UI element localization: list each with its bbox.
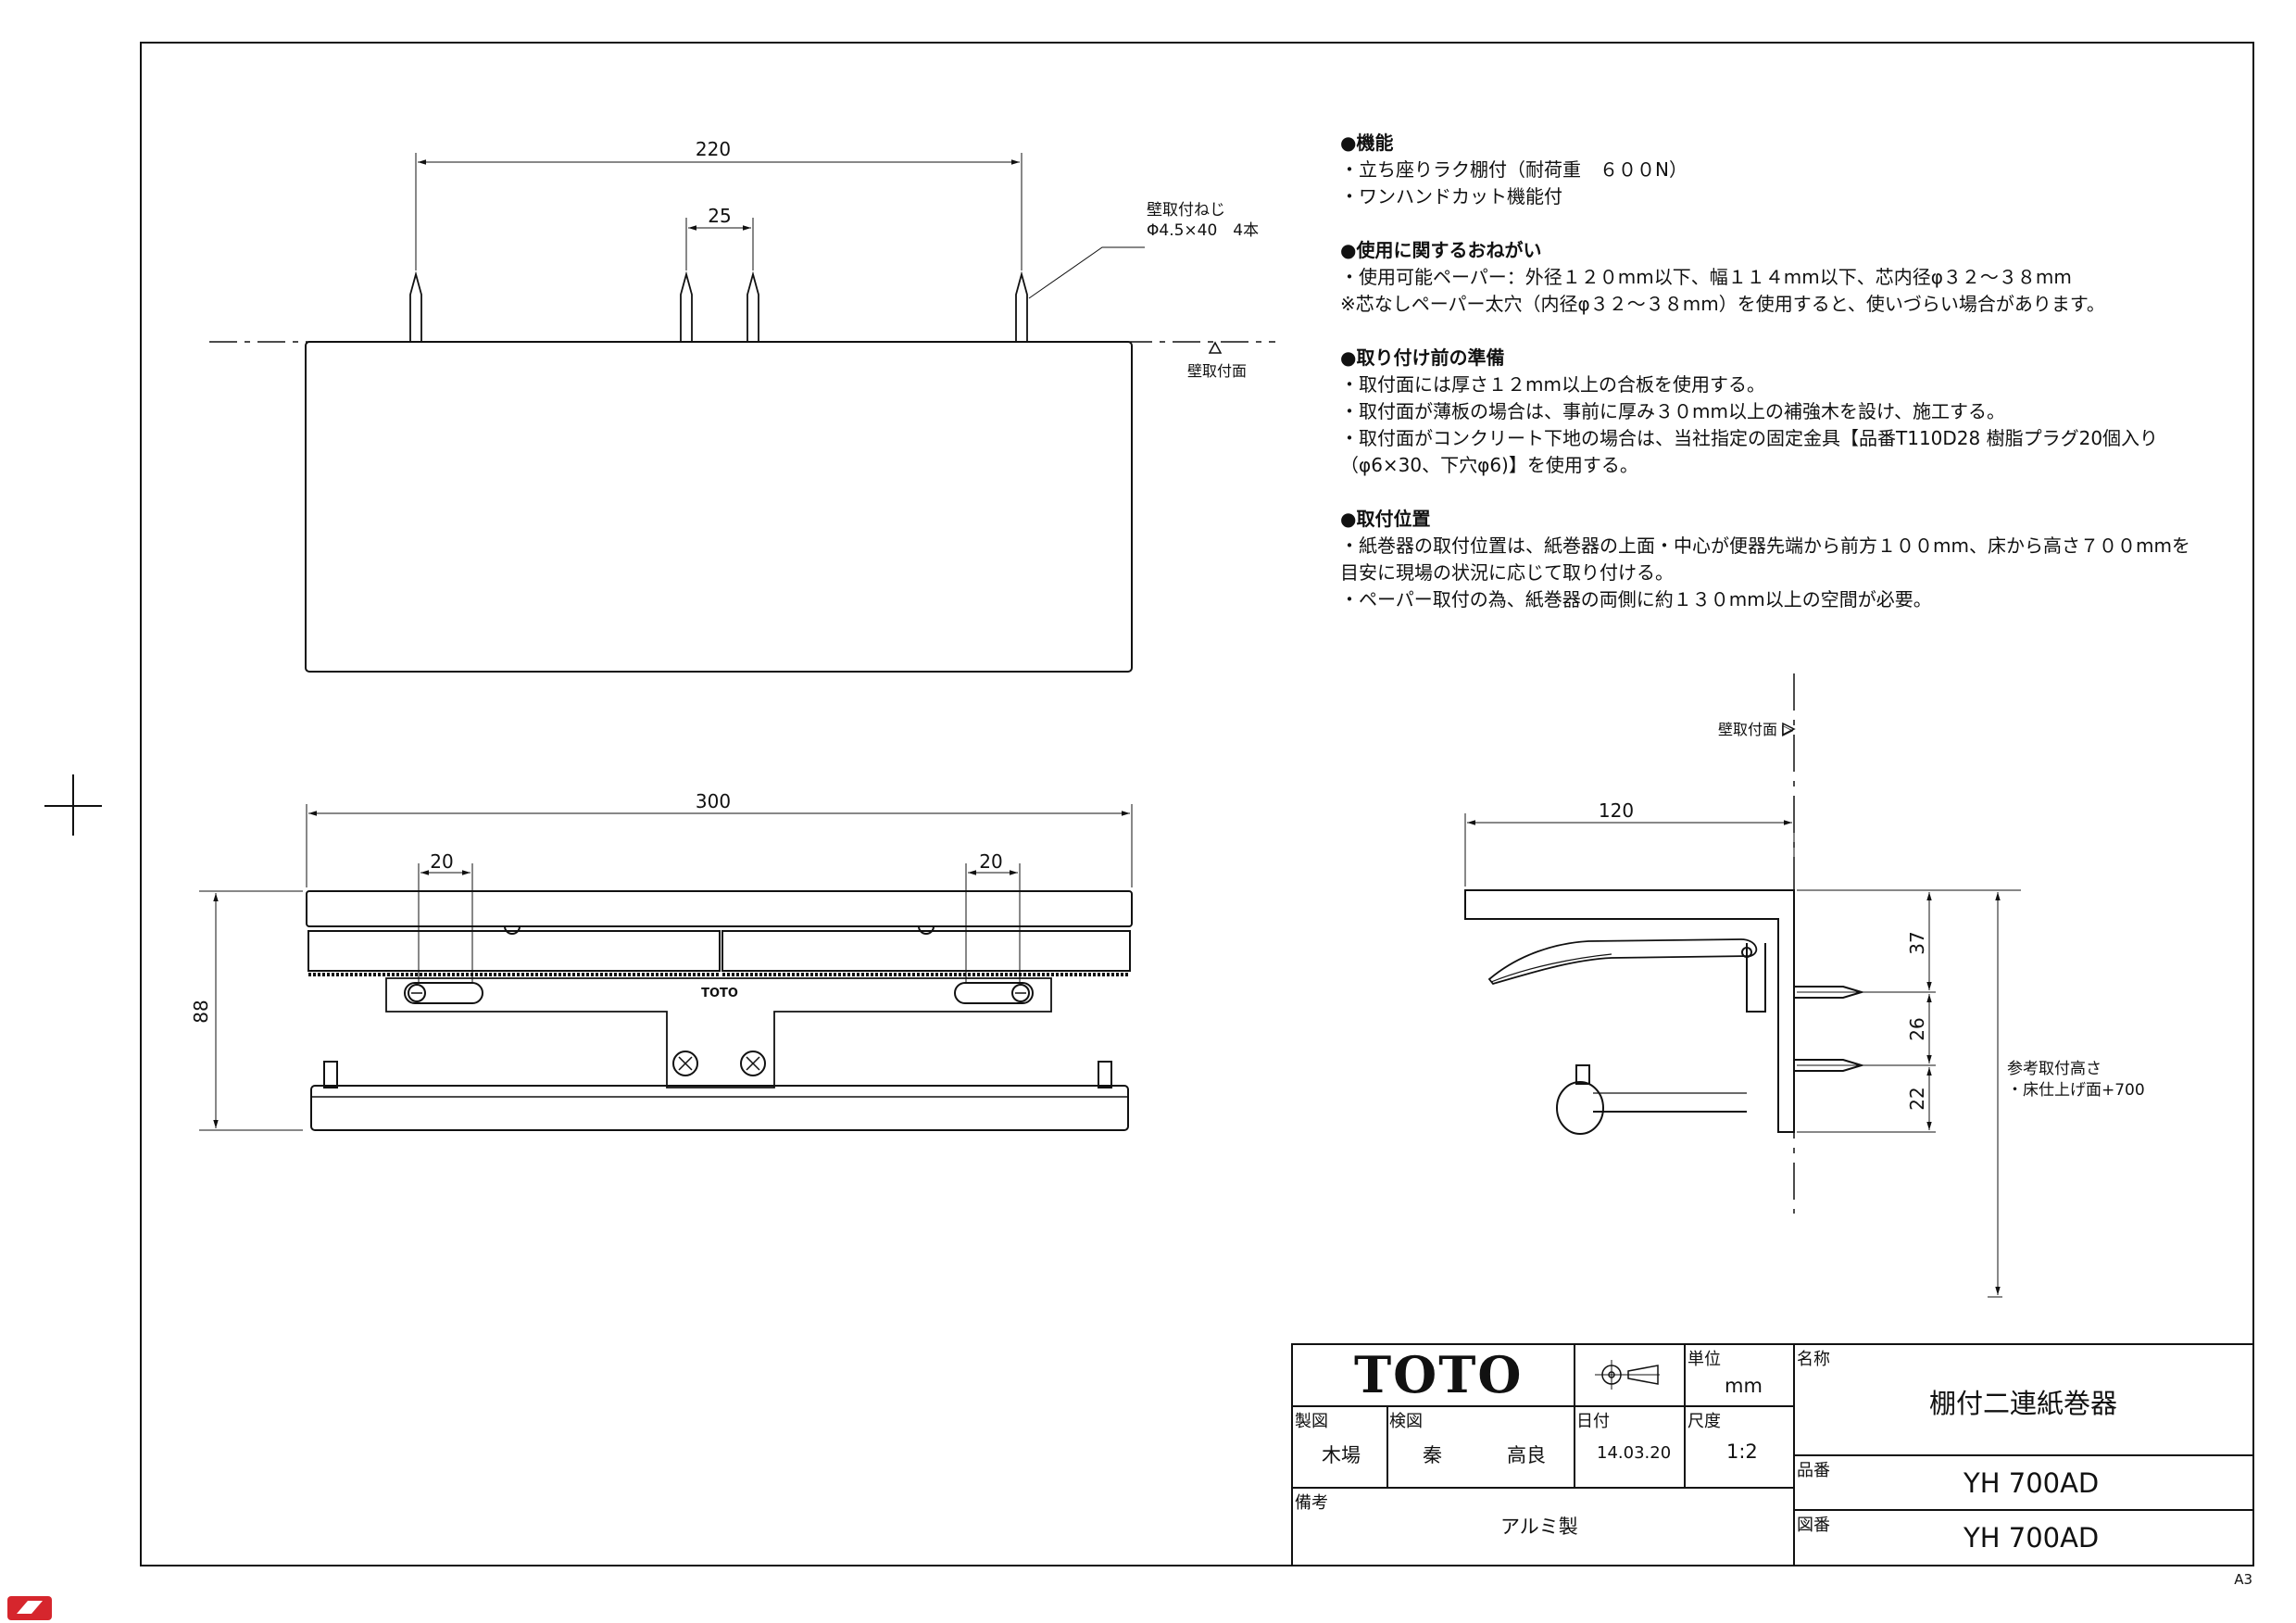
side-shelf	[1464, 889, 1795, 1133]
checked-label: 検図	[1389, 1412, 1423, 1431]
title-block-frame	[1291, 1343, 2254, 1566]
screw-leader	[1028, 246, 1145, 299]
requests-item: ※芯なしペーパー太穴（内径φ３２～３８mm）を使用すると、使いづらい場合がありま…	[1340, 293, 2105, 315]
position-heading: ●取付位置	[1340, 508, 1431, 530]
preparation-item: ・取付面が薄板の場合は、事前に厚み３０mm以上の補強木を設け、施工する。	[1340, 400, 2005, 422]
notes-requests: ●使用に関するおねがい ・使用可能ペーパー：外径１２０mm以下、幅１１４mm以下…	[1340, 237, 2266, 318]
notes-preparation: ●取り付け前の準備 ・取付面には厚さ１２mm以上の合板を使用する。 ・取付面が薄…	[1340, 345, 2266, 479]
requests-heading: ●使用に関するおねがい	[1340, 239, 1542, 261]
checked-value-2: 高良	[1507, 1444, 1546, 1466]
position-item: ・紙巻器の取付位置は、紙巻器の上面・中心が便器先端から前方１００mm、床から高さ…	[1340, 535, 2190, 557]
ref-height-value: ・床仕上げ面+700	[2007, 1081, 2145, 1100]
dim-120-text: 120	[1599, 799, 1634, 822]
remarks-value: アルミ製	[1500, 1516, 1578, 1538]
unit-label: 単位	[1687, 1350, 1721, 1369]
dim-88-text: 88	[190, 1000, 212, 1023]
functions-item: ・立ち座りラク棚付（耐荷重 ６００N）	[1340, 158, 1687, 181]
scale-label: 尺度	[1687, 1412, 1721, 1431]
top-view-body	[305, 341, 1133, 673]
right-slot	[954, 982, 1034, 1004]
side-view	[1464, 673, 2021, 1298]
drawn-value: 木場	[1322, 1444, 1361, 1466]
notes-functions: ●機能 ・立ち座りラク棚付（耐荷重 ６００N） ・ワンハンドカット機能付	[1340, 130, 2266, 210]
scale-value: 1:2	[1726, 1441, 1758, 1463]
top-view	[209, 153, 1275, 673]
ref-height-title: 参考取付高さ	[2007, 1060, 2102, 1078]
screw-callout-spec: Φ4.5×40 4本	[1147, 221, 1259, 240]
checked-value-1: 秦	[1423, 1444, 1442, 1466]
preparation-heading: ●取り付け前の準備	[1340, 346, 1505, 369]
drawing-no-label: 図番	[1797, 1516, 1830, 1535]
requests-item: ・使用可能ペーパー：外径１２０mm以下、幅１１４mm以下、芯内径φ３２～３８mm	[1340, 266, 2072, 288]
shelf-plate	[306, 890, 1133, 927]
top-wall-face-label: 壁取付面	[1187, 362, 1247, 380]
left-slot	[404, 982, 483, 1004]
functions-heading: ●機能	[1340, 132, 1394, 154]
dim-22-text: 22	[1906, 1087, 1928, 1110]
drawn-label: 製図	[1295, 1412, 1328, 1431]
drawing-no-value: YH 700AD	[1964, 1522, 2100, 1554]
preparation-item: （φ6×30、下穴φ6)】を使用する。	[1340, 454, 1638, 476]
bracket-plate	[385, 977, 1052, 1088]
dim-left-20-text: 20	[430, 850, 453, 873]
notes-block: ●機能 ・立ち座りラク棚付（耐荷重 ６００N） ・ワンハンドカット機能付 ●使用…	[1340, 130, 2266, 640]
dim-220-text: 220	[696, 138, 731, 160]
product-name: 棚付二連紙巻器	[1929, 1388, 2118, 1419]
name-label: 名称	[1797, 1350, 1830, 1369]
position-item: ・ペーパー取付の為、紙巻器の両側に約１３０mm以上の空間が必要。	[1340, 588, 1932, 610]
preparation-item: ・取付面には厚さ１２mm以上の合板を使用する。	[1340, 373, 1765, 396]
preparation-item: ・取付面がコンクリート下地の場合は、当社指定の固定金具【品番T110D28 樹脂…	[1340, 427, 2159, 449]
center-cross-mark	[44, 774, 102, 836]
date-value: 14.03.20	[1597, 1443, 1672, 1463]
dim-right-20-text: 20	[979, 850, 1002, 873]
spindle-cap	[1556, 1081, 1604, 1135]
product-no-label: 品番	[1797, 1461, 1830, 1480]
product-no-value: YH 700AD	[1964, 1467, 2100, 1499]
roller-bar	[310, 1085, 1129, 1131]
screw-callout-title: 壁取付ねじ	[1147, 201, 1225, 220]
date-label: 日付	[1576, 1412, 1610, 1431]
front-view	[199, 804, 1133, 1131]
remarks-label: 備考	[1295, 1493, 1328, 1513]
dim-25-text: 25	[708, 205, 731, 227]
toto-logo: TOTO	[1354, 1345, 1524, 1404]
front-brand-mark: TOTO	[701, 987, 738, 1000]
dim-37-text: 37	[1906, 931, 1928, 954]
paper-size-label: A3	[2234, 1571, 2252, 1588]
notes-position: ●取付位置 ・紙巻器の取付位置は、紙巻器の上面・中心が便器先端から前方１００mm…	[1340, 506, 2266, 613]
dim-26-text: 26	[1906, 1017, 1928, 1040]
unit-value: mm	[1725, 1375, 1763, 1397]
position-item: 目安に現場の状況に応じて取り付ける。	[1340, 561, 1674, 584]
wall-screws	[409, 270, 1028, 342]
drawing-border	[140, 42, 2254, 1566]
paper-arm	[1487, 938, 1758, 986]
functions-item: ・ワンハンドカット機能付	[1340, 185, 1562, 208]
corner-badge-icon	[7, 1596, 52, 1620]
dim-300-text: 300	[696, 790, 731, 812]
side-wall-face-label: 壁取付面 ▷	[1718, 721, 1794, 738]
